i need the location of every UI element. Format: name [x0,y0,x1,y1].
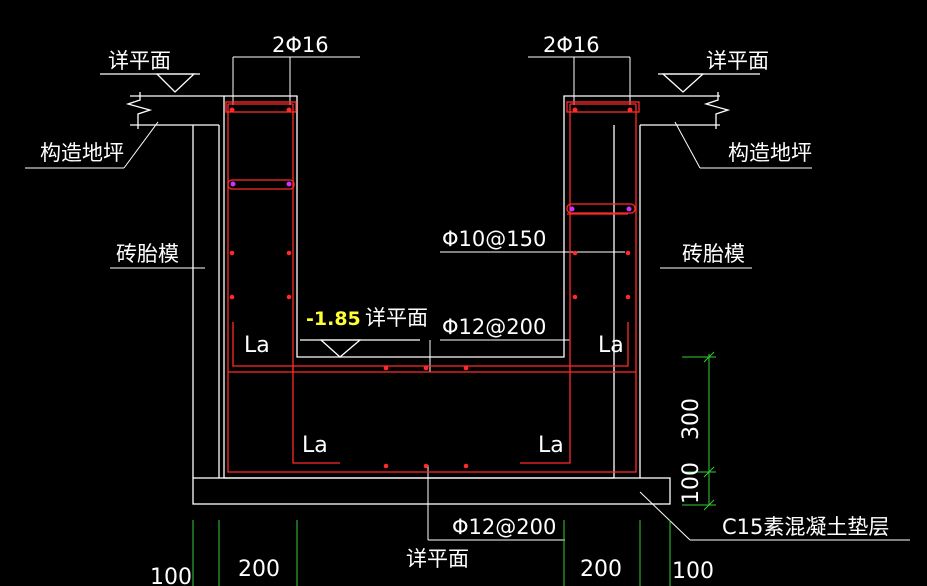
bar-top-left-label: 2Φ16 [272,33,329,57]
elevation-note: -1.85 [306,308,361,330]
leader-lines [25,56,910,541]
detail-plan-top-right-label: 详平面 [706,49,769,73]
pit-inner-boundary [223,96,614,479]
break-symbol-left [125,92,153,129]
waist-bar-left [227,179,295,190]
brick-form-right-label: 砖胎模 [682,242,745,266]
cushion-layer-outline [192,477,671,505]
anchor-lower-right-label: La [538,433,564,458]
waist-bar-right [566,203,636,214]
detail-plan-bottom-label: 详平面 [406,547,469,571]
structural-floor-right-label: 构造地坪 [728,141,812,165]
concrete-outline [100,73,760,505]
special-bar-dots [230,181,632,212]
cushion-layer-label: C15素混凝土垫层 [722,515,889,539]
bar-bottom-slab-label: Φ12@200 [452,515,556,539]
stirrup-wall-label: Φ10@150 [442,227,546,251]
dimension-text: 300 100 100 200 200 100 [150,398,714,586]
bar-top-slab-label: Φ12@200 [442,315,546,339]
dim-width-200-left: 200 [238,557,280,582]
detail-plan-top-left-label: 详平面 [108,49,171,73]
structural-floor-left-label: 构造地坪 [40,141,124,165]
dimension-lines [192,351,716,586]
rebar-cage [225,101,640,473]
bar-top-right-label: 2Φ16 [543,33,600,57]
break-symbol-right [703,92,731,129]
dim-width-100-left: 100 [150,565,192,586]
detail-plan-mid-label: 详平面 [365,306,428,330]
rebar-dots [229,107,633,469]
level-mark-mid [319,339,362,358]
text-labels: 2Φ16 2Φ16 详平面 详平面 构造地坪 构造地坪 砖胎模 砖胎模 Φ10@… [40,33,889,571]
anchor-upper-left-label: La [244,333,270,358]
level-mark-top-right [661,73,705,93]
brick-form-left-label: 砖胎模 [116,242,179,266]
anchor-lower-left-label: La [302,433,328,458]
dim-height-300: 300 [679,398,704,440]
level-mark-top-left [155,73,196,93]
dim-width-200-right: 200 [580,557,622,582]
dim-width-100-right: 100 [672,559,714,584]
anchor-upper-right-label: La [598,333,624,358]
dim-height-100: 100 [679,462,704,504]
